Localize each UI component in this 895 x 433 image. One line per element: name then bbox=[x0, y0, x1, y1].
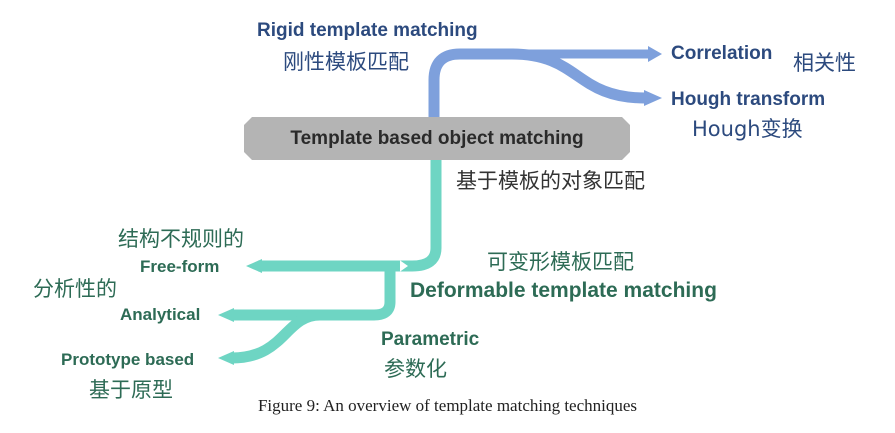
branch-hough bbox=[511, 48, 646, 104]
prototype-label: Prototype based bbox=[61, 350, 195, 369]
deformable-junction-notch bbox=[398, 259, 408, 273]
deformable-title: Deformable template matching bbox=[410, 279, 717, 302]
free-form-label-cn: 结构不规则的 bbox=[118, 227, 244, 251]
free-form-arrowhead bbox=[246, 259, 262, 273]
rigid-title: Rigid template matching bbox=[257, 20, 478, 41]
analytical-arrowhead bbox=[218, 308, 234, 322]
correlation-label-cn: 相关性 bbox=[793, 51, 856, 75]
deformable-title-cn: 可变形模板匹配 bbox=[487, 250, 634, 274]
free-form-label: Free-form bbox=[140, 257, 220, 276]
parametric-label-cn: 参数化 bbox=[384, 357, 447, 381]
hough-arrowhead bbox=[644, 90, 662, 106]
hough-label-cn: Hough变换 bbox=[692, 117, 803, 141]
analytical-label: Analytical bbox=[120, 305, 201, 324]
center-node-subtitle-cn: 基于模板的对象匹配 bbox=[456, 169, 645, 193]
prototype-label-cn: 基于原型 bbox=[89, 378, 173, 402]
correlation-arrowhead bbox=[648, 46, 662, 62]
center-node-title: Template based object matching bbox=[290, 127, 584, 149]
hough-label: Hough transform bbox=[671, 89, 826, 110]
prototype-arrowhead bbox=[218, 351, 234, 365]
center-node-box bbox=[244, 117, 630, 160]
figure-caption: Figure 9: An overview of template matchi… bbox=[257, 396, 638, 415]
rigid-title-cn: 刚性模板匹配 bbox=[283, 50, 409, 74]
analytical-label-cn: 分析性的 bbox=[33, 277, 117, 301]
branch-prototype bbox=[231, 309, 321, 364]
branch-rigid-trunk bbox=[428, 48, 518, 124]
parametric-label: Parametric bbox=[381, 329, 480, 350]
correlation-label: Correlation bbox=[671, 43, 773, 64]
branch-deformable-trunk bbox=[394, 154, 442, 272]
branch-parametric bbox=[232, 266, 396, 321]
